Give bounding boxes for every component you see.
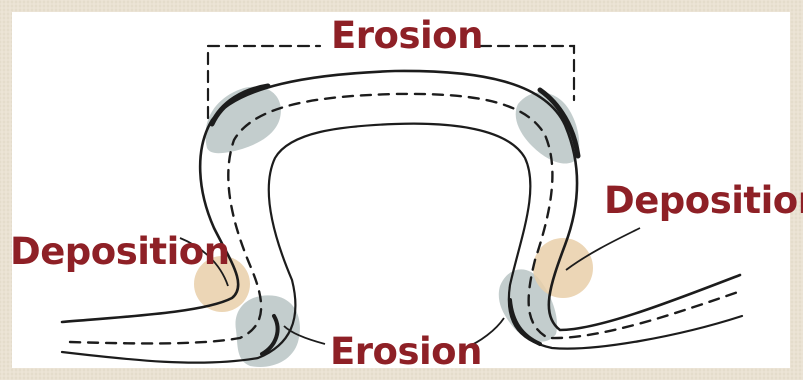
- label-deposition-left: Deposition: [10, 230, 230, 273]
- label-erosion-top: Erosion: [331, 14, 483, 57]
- label-deposition-right: Deposition: [604, 179, 803, 222]
- label-erosion-bottom: Erosion: [330, 330, 482, 373]
